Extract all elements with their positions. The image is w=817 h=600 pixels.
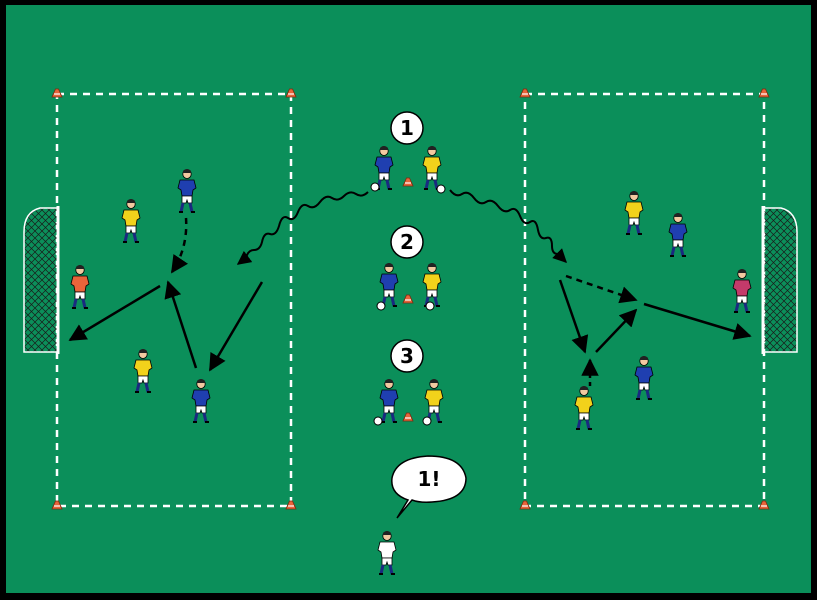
pass-arrow <box>558 279 589 354</box>
marker-1: 1 <box>390 111 424 145</box>
goal-net-icon <box>23 206 60 354</box>
coach-speech-bubble: 1! <box>391 455 467 519</box>
marker-3: 3 <box>390 339 424 373</box>
marker-3-label: 3 <box>400 344 414 368</box>
marker-2: 2 <box>390 225 424 259</box>
ball-icon <box>370 182 446 426</box>
coach-callout-text: 1! <box>417 467 440 491</box>
run-arrow <box>565 274 638 304</box>
dribble-path-left <box>236 191 369 265</box>
run-arrow <box>170 217 189 274</box>
pass-arrow <box>595 308 638 353</box>
shot-arrow <box>68 284 161 342</box>
shot-arrow <box>643 302 752 340</box>
pass-arrow <box>164 280 198 369</box>
goal-net-icon <box>761 206 798 354</box>
dribble-path-right <box>449 189 567 263</box>
marker-2-label: 2 <box>400 230 414 254</box>
pass-arrow <box>208 281 264 372</box>
marker-1-label: 1 <box>400 116 414 140</box>
